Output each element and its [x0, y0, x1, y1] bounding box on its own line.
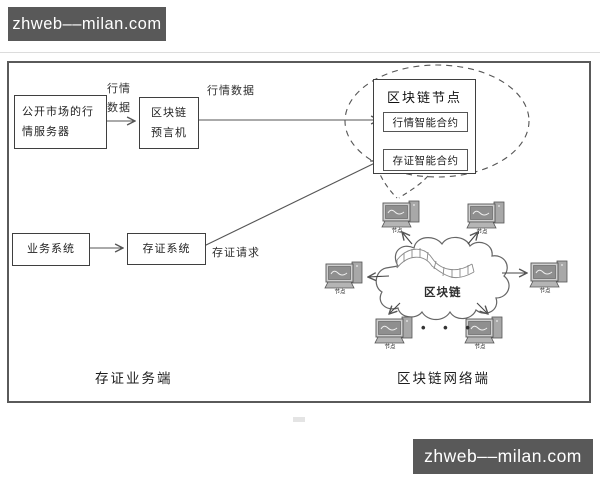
- attest-contract-label: 存证智能合约: [392, 154, 459, 167]
- computer-icon: 节点: [466, 201, 505, 236]
- oracle-line2: 预言机: [151, 127, 187, 139]
- watermark-text: zhweb––milan.com: [424, 446, 582, 466]
- box-blockchain-oracle: 区块链 预言机: [139, 97, 199, 149]
- label-quote-data-vertical: 行情 数据: [100, 80, 138, 118]
- watermark-top: zhweb––milan.com: [8, 7, 166, 41]
- arrow-to-node-2: [467, 232, 478, 245]
- oracle-line1: 区块链: [151, 107, 187, 119]
- network-computers: 节点 节点 节点 节点: [324, 200, 568, 351]
- box-business-system: 业务系统: [12, 233, 90, 266]
- computer-label: 节点: [476, 228, 488, 236]
- arrow-attest-to-contract: [203, 161, 379, 247]
- cloud-node-links: [368, 232, 527, 314]
- computer-label: 节点: [384, 343, 396, 351]
- computer-label: 节点: [391, 227, 403, 235]
- market-server-line1: 公开市场的行: [22, 106, 94, 118]
- watermark-bottom: zhweb––milan.com: [413, 439, 593, 474]
- box-market-server: 公开市场的行 情服务器: [14, 95, 107, 149]
- attest-system-label: 存证系统: [142, 243, 191, 255]
- box-attest-smart-contract: 存证智能合约: [383, 149, 468, 171]
- blockchain-node-title: 区块链节点: [386, 90, 462, 105]
- market-server-line2: 情服务器: [22, 126, 70, 138]
- arrow-to-node-1: [402, 232, 413, 245]
- box-attest-system: 存证系统: [127, 233, 206, 265]
- arrow-to-node-6: [476, 302, 488, 314]
- arrow-to-node-5: [389, 302, 401, 314]
- label-blockchain-cloud: 区块链: [424, 287, 462, 299]
- computer-icon: 节点: [381, 200, 420, 235]
- arrow-to-node-3: [368, 276, 390, 277]
- quote-data-line2: 数据: [107, 102, 131, 114]
- computer-icon: 节点: [464, 316, 503, 351]
- quote-contract-label: 行情智能合约: [392, 116, 459, 129]
- chain-ribbon-icon: [396, 248, 475, 279]
- page-artifact: [293, 417, 305, 422]
- more-nodes-ellipsis: • • •: [421, 320, 477, 335]
- computer-icon: 节点: [324, 261, 363, 296]
- computer-icon: 节点: [374, 316, 413, 351]
- watermark-text: zhweb––milan.com: [12, 14, 162, 33]
- node-balloon-outline: [344, 64, 530, 178]
- business-system-label: 业务系统: [27, 243, 75, 255]
- caption-blockchain-network-side: 区块链网络端: [397, 371, 490, 386]
- computer-label: 节点: [334, 288, 346, 296]
- computer-label: 节点: [539, 287, 551, 295]
- box-quote-smart-contract: 行情智能合约: [383, 112, 468, 132]
- computer-label: 节点: [474, 343, 486, 351]
- label-attest-request: 存证请求: [212, 247, 260, 259]
- balloon-tail-right: [398, 175, 429, 199]
- computer-icon: 节点: [529, 260, 568, 295]
- label-quote-data: 行情数据: [207, 85, 255, 97]
- separator-line: [0, 52, 600, 53]
- quote-data-line1: 行情: [107, 83, 131, 95]
- diagram-frame: [7, 61, 591, 403]
- caption-attest-business-side: 存证业务端: [95, 371, 173, 386]
